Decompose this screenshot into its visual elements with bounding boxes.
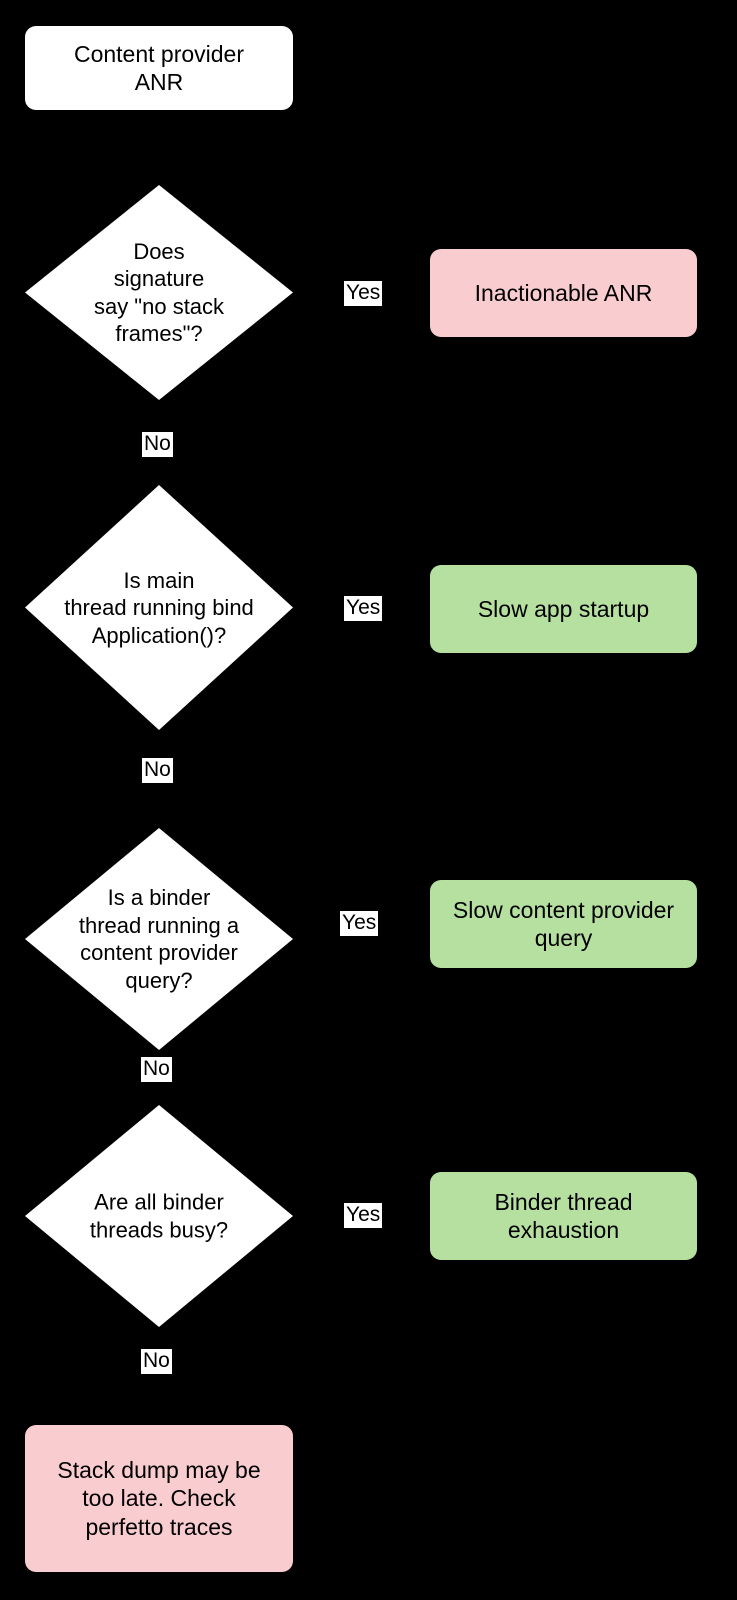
node-start-content-provider-anr[interactable]: Content provider ANR: [25, 26, 293, 110]
node-outcome-stack-dump-too-late[interactable]: Stack dump may be too late. Check perfet…: [25, 1425, 293, 1572]
node-decision-1-label: Does signature say "no stack frames"?: [93, 238, 225, 347]
node-decision-no-stack-frames[interactable]: Does signature say "no stack frames"?: [25, 185, 293, 400]
node-decision-bind-application[interactable]: Is main thread running bind Application(…: [25, 485, 293, 730]
edge-label-decision-4-no: No: [141, 1349, 172, 1375]
edge-label-decision-4-yes: Yes: [344, 1203, 383, 1229]
node-outcome-2-label: Slow app startup: [477, 595, 650, 622]
edge-label-decision-1-no: No: [142, 432, 173, 458]
connector-decision-3-no: [158, 1050, 160, 1128]
connector-decision-4-no: [158, 1327, 160, 1425]
node-decision-4-label: Are all binder threads busy?: [89, 1189, 229, 1243]
edge-label-decision-2-yes: Yes: [344, 596, 383, 622]
edge-label-decision-3-no: No: [141, 1057, 172, 1083]
node-outcome-binder-thread-exhaustion[interactable]: Binder thread exhaustion: [430, 1172, 697, 1260]
edge-label-decision-1-yes: Yes: [344, 281, 383, 307]
edge-label-decision-2-no: No: [142, 758, 173, 784]
node-decision-all-binder-threads-busy[interactable]: Are all binder threads busy?: [25, 1105, 293, 1327]
node-decision-3-label: Is a binder thread running a content pro…: [78, 885, 240, 993]
node-outcome-3-label: Slow content provider query: [452, 896, 675, 951]
edge-label-decision-3-yes: Yes: [340, 911, 379, 937]
node-outcome-1-label: Inactionable ANR: [474, 279, 653, 306]
node-decision-binder-thread-query[interactable]: Is a binder thread running a content pro…: [25, 828, 293, 1050]
node-outcome-inactionable-anr[interactable]: Inactionable ANR: [430, 249, 697, 337]
node-outcome-5-label: Stack dump may be too late. Check perfet…: [57, 1457, 261, 1540]
node-outcome-4-label: Binder thread exhaustion: [494, 1188, 633, 1243]
node-start-label: Content provider ANR: [73, 40, 245, 95]
node-outcome-slow-content-provider-query[interactable]: Slow content provider query: [430, 880, 697, 968]
node-outcome-slow-app-startup[interactable]: Slow app startup: [430, 565, 697, 653]
connector-start-to-decision-1: [158, 110, 160, 185]
node-decision-2-label: Is main thread running bind Application(…: [64, 567, 254, 648]
